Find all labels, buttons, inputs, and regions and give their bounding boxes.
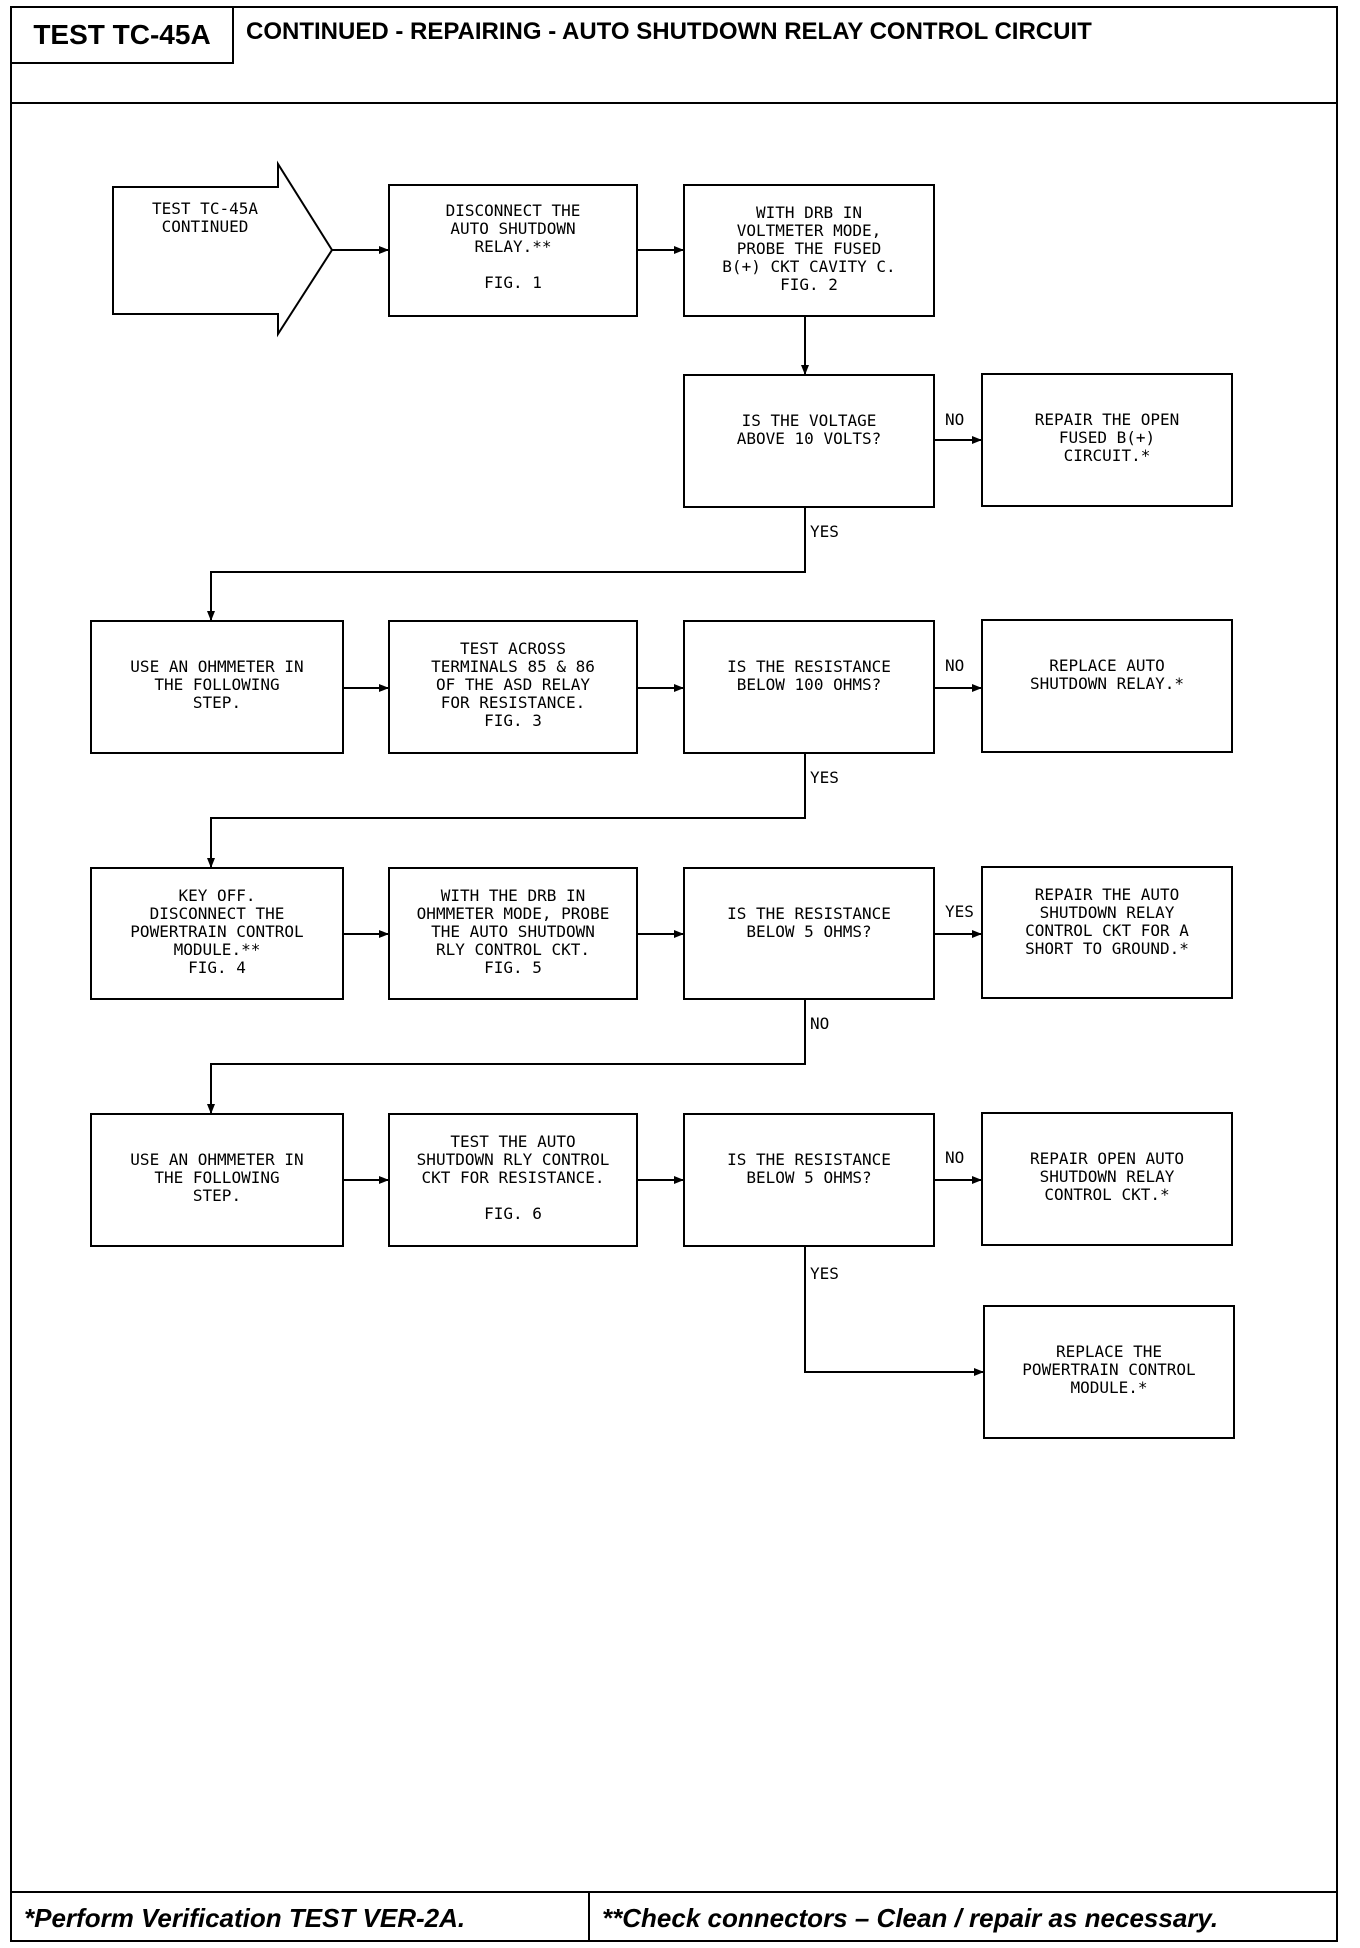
step-test-asd-control-resistance: TEST THE AUTO SHUTDOWN RLY CONTROL CKT F… [388, 1113, 638, 1247]
label-yes: YES [945, 902, 974, 921]
test-id: TEST TC-45A [12, 8, 234, 64]
action-replace-asd-relay: REPLACE AUTO SHUTDOWN RELAY.* [981, 619, 1233, 753]
label-no: NO [945, 410, 965, 429]
step-use-ohmmeter: USE AN OHMMETER IN THE FOLLOWING STEP. [90, 620, 344, 754]
action-repair-short-to-ground: REPAIR THE AUTO SHUTDOWN RELAY CONTROL C… [981, 866, 1233, 999]
page-title: CONTINUED - REPAIRING - AUTO SHUTDOWN RE… [246, 18, 1092, 45]
connector-r2q-yes [207, 508, 806, 621]
decision-resistance-below-5-b: IS THE RESISTANCE BELOW 5 OHMS? [683, 1113, 935, 1247]
footer-connectors-note: **Check connectors – Clean / repair as n… [602, 1903, 1219, 1933]
action-repair-open-fused-bplus: REPAIR THE OPEN FUSED B(+) CIRCUIT.* [981, 373, 1233, 507]
step-probe-fused-bplus: WITH DRB IN VOLTMETER MODE, PROBE THE FU… [683, 184, 935, 317]
connector-r4q-no [207, 1000, 806, 1114]
decision-voltage-above-10: IS THE VOLTAGE ABOVE 10 VOLTS? [683, 374, 935, 508]
start-arrow-shape [112, 160, 334, 338]
connector-r5q-yes [804, 1247, 984, 1376]
label-no: NO [945, 1148, 965, 1167]
action-replace-pcm: REPLACE THE POWERTRAIN CONTROL MODULE.* [983, 1305, 1235, 1439]
step-probe-asd-control-ckt: WITH THE DRB IN OHMMETER MODE, PROBE THE… [388, 867, 638, 1000]
step-test-terminals-85-86: TEST ACROSS TERMINALS 85 & 86 OF THE ASD… [388, 620, 638, 754]
start-label: TEST TC-45A CONTINUED [152, 199, 258, 236]
action-repair-open-asd-control: REPAIR OPEN AUTO SHUTDOWN RELAY CONTROL … [981, 1112, 1233, 1246]
label-no: NO [945, 656, 965, 675]
header-divider [12, 102, 1336, 104]
footer-divider [12, 1891, 1336, 1893]
label-yes: YES [810, 1264, 839, 1283]
footer-verification-note: *Perform Verification TEST VER-2A. [24, 1903, 466, 1933]
footer-separator [588, 1891, 590, 1942]
step-key-off-disconnect-pcm: KEY OFF. DISCONNECT THE POWERTRAIN CONTR… [90, 867, 344, 1000]
decision-resistance-below-100: IS THE RESISTANCE BELOW 100 OHMS? [683, 620, 935, 754]
step-disconnect-asd-relay: DISCONNECT THE AUTO SHUTDOWN RELAY.** FI… [388, 184, 638, 317]
step-use-ohmmeter-2: USE AN OHMMETER IN THE FOLLOWING STEP. [90, 1113, 344, 1247]
label-no: NO [810, 1014, 830, 1033]
label-yes: YES [810, 522, 839, 541]
connector-r3q-yes [207, 754, 806, 868]
label-yes: YES [810, 768, 839, 787]
decision-resistance-below-5: IS THE RESISTANCE BELOW 5 OHMS? [683, 867, 935, 1000]
